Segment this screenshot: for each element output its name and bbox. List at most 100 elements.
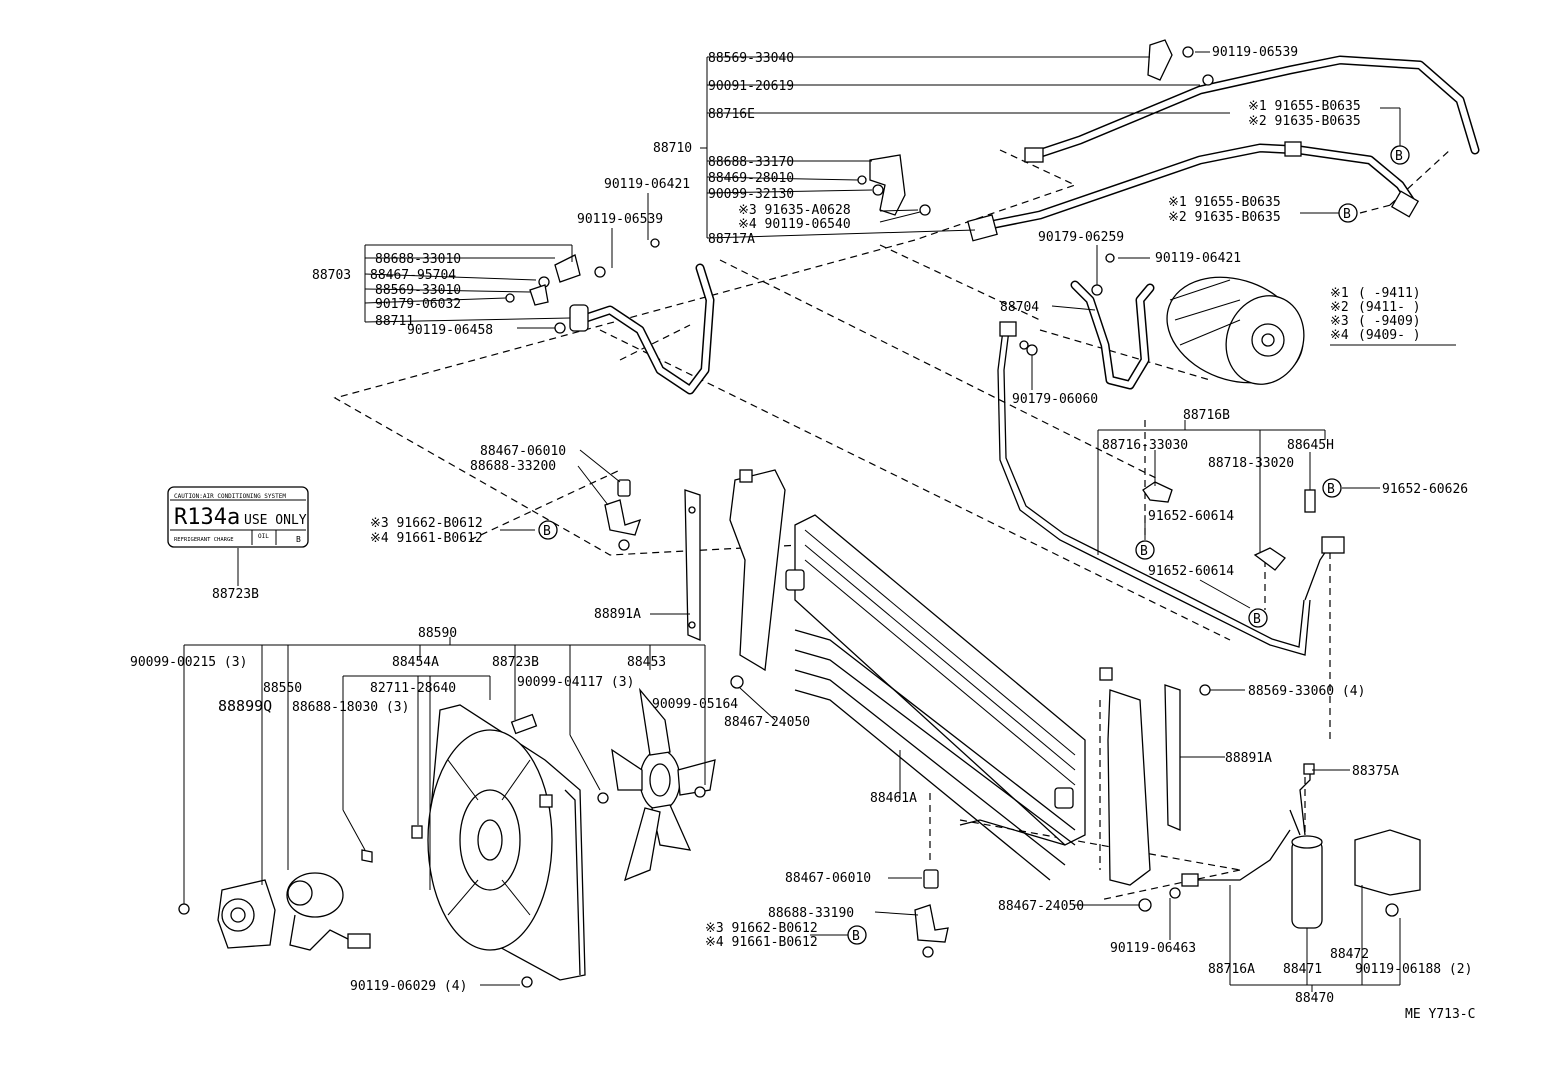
- label-88899Q: 88899Q: [218, 697, 272, 715]
- refrigerant-label-sub: USE ONLY: [244, 513, 307, 528]
- label-88470: 88470: [1295, 991, 1334, 1006]
- label-88688-33190: 88688-33190: [768, 906, 854, 921]
- label-90179-06259: 90179-06259: [1038, 230, 1124, 245]
- refrigerant-label-foot-right: B: [296, 535, 301, 544]
- label-90119-06458: 90119-06458: [407, 323, 493, 338]
- bolt-marker-top-right: B: [1390, 145, 1410, 165]
- label-91661-B0612-upper: ※4 91661-B0612: [370, 531, 483, 546]
- label-88467-95704: 88467-95704: [370, 268, 456, 283]
- label-88569-33060: 88569-33060 (4): [1248, 684, 1365, 699]
- label-88688-18030: 88688-18030 (3): [292, 700, 409, 715]
- label-90119-06539-top: 90119-06539: [1212, 45, 1298, 60]
- label-91655-B0635-b: ※1 91655-B0635: [1168, 195, 1281, 210]
- label-90119-06540: ※4 90119-06540: [738, 217, 851, 232]
- label-88590: 88590: [418, 626, 457, 641]
- label-88891A-right: 88891A: [1225, 751, 1272, 766]
- label-88471: 88471: [1283, 962, 1322, 977]
- label-88472: 88472: [1330, 947, 1369, 962]
- label-88723B-label: 88723B: [212, 587, 259, 602]
- label-90099-04117: 90099-04117 (3): [517, 675, 634, 690]
- legend-mark-4: ※4: [1330, 328, 1349, 343]
- svg-text:B: B: [543, 524, 551, 539]
- leader-lines: [183, 51, 1401, 992]
- label-88716A: 88716A: [1208, 962, 1255, 977]
- label-88711: 88711: [375, 314, 414, 329]
- refrigerant-label-main: R134a: [174, 505, 240, 530]
- label-88454A: 88454A: [392, 655, 439, 670]
- label-88375A: 88375A: [1352, 764, 1399, 779]
- label-88703: 88703: [312, 268, 351, 283]
- bolt-markers: B B B B B B B: [538, 145, 1410, 945]
- label-88704: 88704: [1000, 300, 1039, 315]
- bolt-marker-left: B: [538, 520, 558, 540]
- label-88723B-fan: 88723B: [492, 655, 539, 670]
- label-88710: 88710: [653, 141, 692, 156]
- legend-range-3: ( -9409): [1358, 314, 1421, 329]
- label-90099-00215: 90099-00215 (3): [130, 655, 247, 670]
- label-91655-B0635-a: ※1 91655-B0635: [1248, 99, 1361, 114]
- bolt-marker-right-a: B: [1322, 478, 1342, 498]
- label-90119-06188: 90119-06188 (2): [1355, 962, 1472, 977]
- label-90099-05164: 90099-05164: [652, 697, 738, 712]
- label-88716-33030: 88716-33030: [1102, 438, 1188, 453]
- svg-text:B: B: [1395, 149, 1403, 164]
- legend-mark-2: ※2: [1330, 300, 1349, 315]
- label-88716E: 88716E: [708, 107, 755, 122]
- label-90119-06029: 90119-06029 (4): [350, 979, 467, 994]
- label-91635-B0635-b: ※2 91635-B0635: [1168, 210, 1281, 225]
- label-91652-60626: 91652-60626: [1382, 482, 1468, 497]
- label-91652-60614-b: 91652-60614: [1148, 564, 1234, 579]
- part-drawings: CAUTION:AIR CONDITIONING SYSTEM R134a US…: [167, 39, 1480, 988]
- label-88645H: 88645H: [1287, 438, 1334, 453]
- label-91662-B0612-upper: ※3 91662-B0612: [370, 516, 483, 531]
- label-91661-B0612-lower: ※4 91661-B0612: [705, 935, 818, 950]
- label-82711-28640: 82711-28640: [370, 681, 456, 696]
- label-90179-06032: 90179-06032: [375, 297, 461, 312]
- refrigerant-label-header: CAUTION:AIR CONDITIONING SYSTEM: [174, 493, 286, 500]
- label-88550: 88550: [263, 681, 302, 696]
- bolt-marker-top-mid: B: [1338, 203, 1358, 223]
- label-90099-32130: 90099-32130: [708, 187, 794, 202]
- label-88688-33010: 88688-33010: [375, 252, 461, 267]
- legend-range-2: (9411- ): [1358, 300, 1421, 315]
- label-88469-28010: 88469-28010: [708, 171, 794, 186]
- label-90119-06421-left: 90119-06421: [604, 177, 690, 192]
- bolt-marker-right-c: B: [1248, 608, 1268, 628]
- refrigerant-label-foot-left: REFRIGERANT CHARGE: [174, 537, 234, 543]
- label-88717A: 88717A: [708, 232, 755, 247]
- footnote-legend: ※1 ( -9411) ※2 (9411- ) ※3 ( -9409) ※4 (…: [1330, 286, 1456, 346]
- svg-text:B: B: [1253, 612, 1261, 627]
- svg-text:B: B: [1140, 544, 1148, 559]
- diagram-code: ME Y713-C: [1405, 1007, 1475, 1022]
- label-91635-A0628: ※3 91635-A0628: [738, 203, 851, 218]
- label-88467-24050-lower: 88467-24050: [998, 899, 1084, 914]
- label-91635-B0635-a: ※2 91635-B0635: [1248, 114, 1361, 129]
- label-88461A: 88461A: [870, 791, 917, 806]
- bolt-marker-right-b: B: [1135, 540, 1155, 560]
- label-90091-20619: 90091-20619: [708, 79, 794, 94]
- label-88688-33200: 88688-33200: [470, 459, 556, 474]
- label-88569-33040: 88569-33040: [708, 51, 794, 66]
- label-88453: 88453: [627, 655, 666, 670]
- label-91652-60614-a: 91652-60614: [1148, 509, 1234, 524]
- label-91662-B0612-lower: ※3 91662-B0612: [705, 921, 818, 936]
- refrigerant-label: CAUTION:AIR CONDITIONING SYSTEM R134a US…: [167, 486, 309, 548]
- label-90119-06421-right: 90119-06421: [1155, 251, 1241, 266]
- legend-range-4: (9409- ): [1358, 328, 1421, 343]
- svg-text:B: B: [1343, 207, 1351, 222]
- part-labels: 88569-33040 90119-06539 90091-20619 8871…: [130, 45, 1472, 1006]
- legend-mark-3: ※3: [1330, 314, 1349, 329]
- svg-text:B: B: [1327, 482, 1335, 497]
- svg-text:B: B: [852, 929, 860, 944]
- bolt-marker-bottom: B: [847, 925, 867, 945]
- label-88688-33170: 88688-33170: [708, 155, 794, 170]
- label-90119-06463: 90119-06463: [1110, 941, 1196, 956]
- label-88891A-left: 88891A: [594, 607, 641, 622]
- label-90179-06060: 90179-06060: [1012, 392, 1098, 407]
- legend-mark-1: ※1: [1330, 286, 1349, 301]
- label-88569-33010: 88569-33010: [375, 283, 461, 298]
- label-88467-06010-lower: 88467-06010: [785, 871, 871, 886]
- legend-range-1: ( -9411): [1358, 286, 1421, 301]
- label-90119-06539-left: 90119-06539: [577, 212, 663, 227]
